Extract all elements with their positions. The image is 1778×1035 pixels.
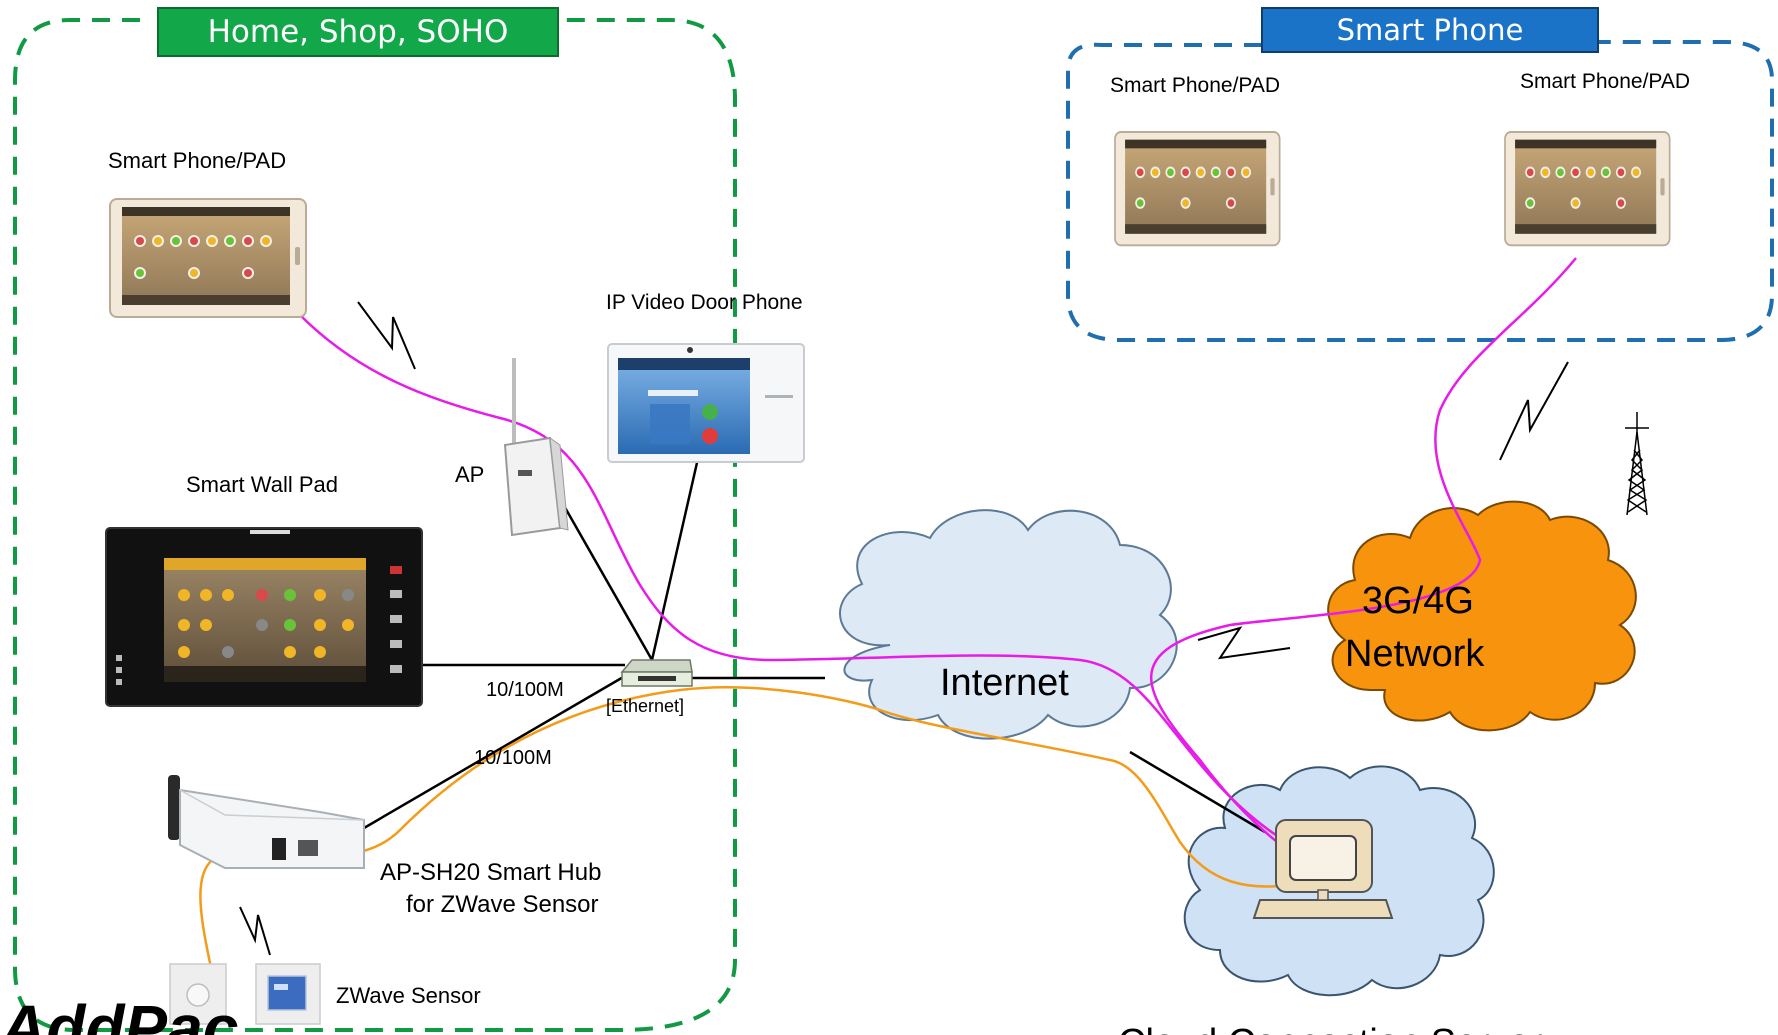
thermostat-sensor-icon (255, 963, 321, 1025)
ethernet-label: [Ethernet] (606, 696, 684, 716)
home-tablet-label: Smart Phone/PAD (108, 148, 286, 173)
radio-tower-icon (1625, 412, 1649, 516)
home-tablet-icon (109, 198, 307, 318)
access-point-icon (503, 358, 569, 537)
smartphone-group-boundary (1066, 40, 1774, 342)
wall-pad-icon (105, 527, 423, 707)
magenta-data-path (299, 257, 1577, 854)
door-phone-icon (607, 343, 805, 463)
internet-server-link (1129, 750, 1266, 834)
remote-tablet-2-label: Smart Phone/PAD (1520, 70, 1690, 93)
door-phone-label: IP Video Door Phone (606, 291, 803, 314)
smartphone-group-title: Smart Phone (1337, 13, 1524, 47)
ap-link (553, 489, 654, 661)
network-label-line2: Network (1345, 633, 1485, 675)
mobile-network-cloud (1327, 500, 1637, 732)
network-label-line1: 3G/4G (1362, 580, 1474, 622)
ethernet-wires (363, 431, 1266, 834)
zwave-sensor-label: ZWave Sensor (336, 983, 481, 1008)
smartphone-group-header: Smart Phone (1261, 7, 1599, 53)
home-group-header: Home, Shop, SOHO (157, 7, 559, 57)
home-group-title: Home, Shop, SOHO (208, 14, 509, 50)
ap-label: AP (455, 462, 484, 487)
link-speed-label-1: 10/100M (486, 679, 564, 701)
remote-tablet-1-icon (1114, 131, 1281, 247)
smart-hub-label-line2: for ZWave Sensor (406, 891, 599, 918)
computer-icon (1252, 819, 1394, 919)
internet-cloud (839, 509, 1178, 740)
server-label-partial: Cloud Connection Server (1118, 1022, 1543, 1035)
doorphone-link (650, 431, 706, 661)
smart-hub-icon (168, 775, 365, 869)
ethernet-switch-icon (620, 659, 693, 687)
home-group-boundary (13, 18, 737, 1032)
link-speed-label-2: 10/100M (474, 747, 552, 769)
internet-label: Internet (940, 662, 1069, 704)
remote-tablet-1-label: Smart Phone/PAD (1110, 74, 1280, 97)
wall-pad-label: Smart Wall Pad (186, 472, 338, 497)
hub-link (363, 674, 626, 830)
motion-sensor-icon (169, 963, 227, 1025)
smart-hub-label-line1: AP-SH20 Smart Hub (380, 859, 601, 886)
remote-tablet-2-icon (1504, 131, 1671, 247)
wireless-link-icon (239, 301, 1569, 956)
logo-partial: AddPac (0, 992, 238, 1035)
